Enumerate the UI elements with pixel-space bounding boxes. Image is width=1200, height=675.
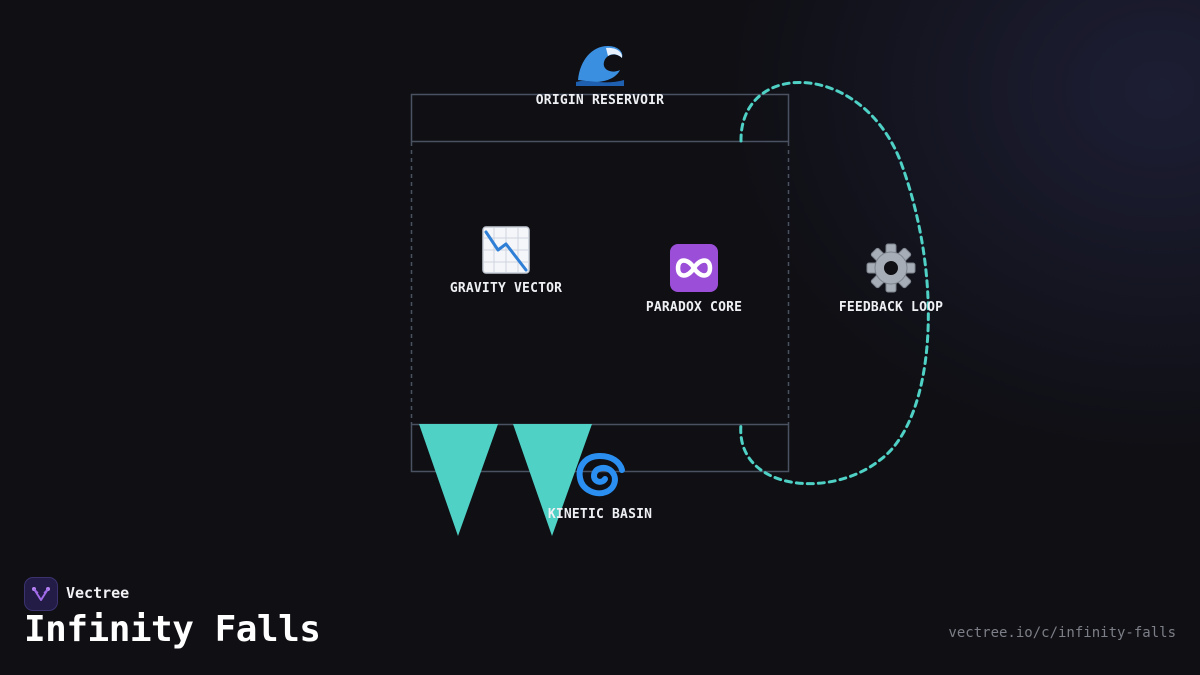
kinetic-basin-label: KINETIC BASIN [547, 507, 653, 522]
water-fall-left [419, 424, 498, 536]
vectree-logo-icon [24, 577, 58, 611]
gravity-vector-label: GRAVITY VECTOR [449, 281, 563, 296]
wave-icon [576, 46, 624, 86]
gear-icon [866, 243, 916, 293]
origin-reservoir-label: ORIGIN RESERVOIR [535, 93, 665, 108]
feedback-loop-path [739, 81, 930, 486]
feedback-loop-label: FEEDBACK LOOP [838, 300, 944, 315]
top-frame-bar [410, 93, 790, 143]
cyclone-icon [576, 453, 625, 497]
water-fall-right [513, 424, 592, 536]
page-url[interactable]: vectree.io/c/infinity-falls [948, 625, 1176, 641]
infinity-icon [670, 244, 718, 292]
chart-decreasing-icon [482, 226, 530, 274]
paradox-core-label: PARADOX CORE [645, 300, 743, 315]
brand-name: Vectree [66, 584, 130, 602]
page-title: Infinity Falls [24, 609, 321, 650]
vectree-logo-mark [32, 587, 50, 601]
